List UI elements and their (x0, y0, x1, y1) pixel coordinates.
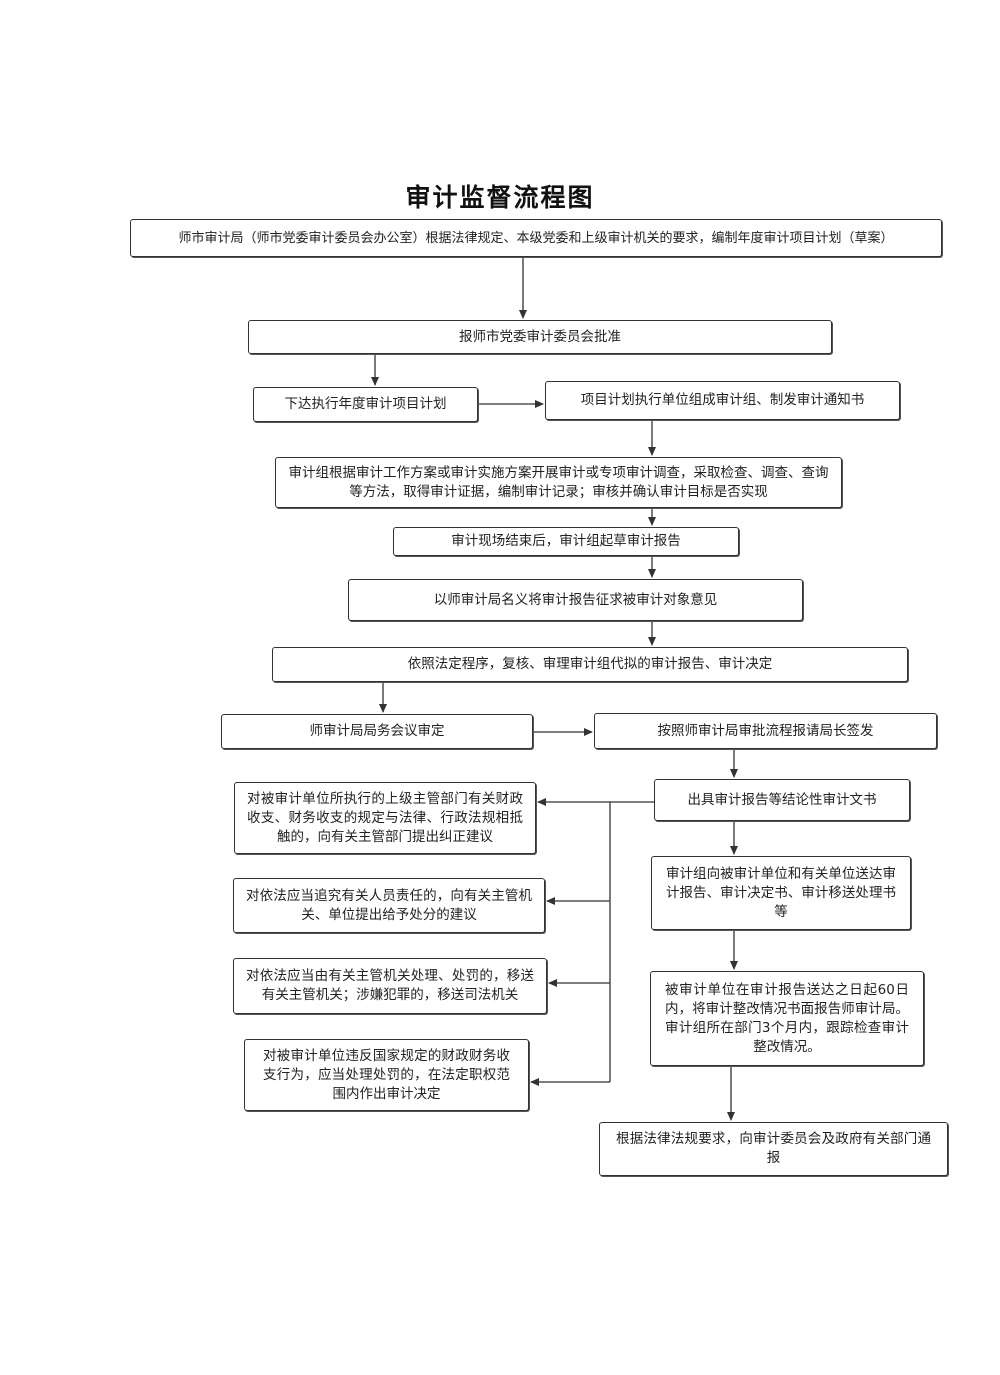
node-bureau-meeting: 师审计局局务会议审定 (221, 714, 533, 749)
node-transfer-cases: 对依法应当由有关主管机关处理、处罚的，移送有关主管机关；涉嫌犯罪的，移送司法机关 (233, 958, 547, 1014)
node-committee-approval: 报师市党委审计委员会批准 (248, 320, 832, 354)
node-conduct-audit: 审计组根据审计工作方案或审计实施方案开展审计或专项审计调查，采取检查、调查、查询… (275, 457, 842, 508)
node-issue-documents: 出具审计报告等结论性审计文书 (654, 779, 910, 821)
node-review: 依照法定程序，复核、审理审计组代拟的审计报告、审计决定 (272, 647, 908, 682)
node-disciplinary-advice: 对依法应当追究有关人员责任的，向有关主管机关、单位提出给予处分的建议 (233, 878, 545, 933)
node-draft-report: 审计现场结束后，审计组起草审计报告 (393, 527, 739, 556)
node-correction-advice: 对被审计单位所执行的上级主管部门有关财政收支、财务收支的规定与法律、行政法规相抵… (234, 782, 536, 854)
page-title: 审计监督流程图 (405, 183, 595, 212)
node-director-sign: 按照师审计局审批流程报请局长签发 (594, 713, 937, 749)
node-audit-decision: 对被审计单位违反国家规定的财政财务收支行为，应当处理处罚的，在法定职权范围内作出… (244, 1039, 529, 1111)
node-notify-committee: 根据法律法规要求，向审计委员会及政府有关部门通报 (599, 1122, 948, 1176)
bus-n11 (609, 801, 654, 1082)
node-rectification: 被审计单位在审计报告送达之日起60日内，将审计整改情况书面报告师审计局。审计组所… (650, 971, 924, 1066)
node-form-audit-team: 项目计划执行单位组成审计组、制发审计通知书 (545, 381, 900, 420)
node-deliver-report: 审计组向被审计单位和有关单位送达审计报告、审计决定书、审计移送处理书等 (651, 856, 911, 930)
node-compile-plan: 师市审计局（师市党委审计委员会办公室）根据法律规定、本级党委和上级审计机关的要求… (130, 219, 942, 257)
node-solicit-opinion: 以师审计局名义将审计报告征求被审计对象意见 (348, 579, 803, 621)
node-issue-plan: 下达执行年度审计项目计划 (253, 387, 478, 422)
